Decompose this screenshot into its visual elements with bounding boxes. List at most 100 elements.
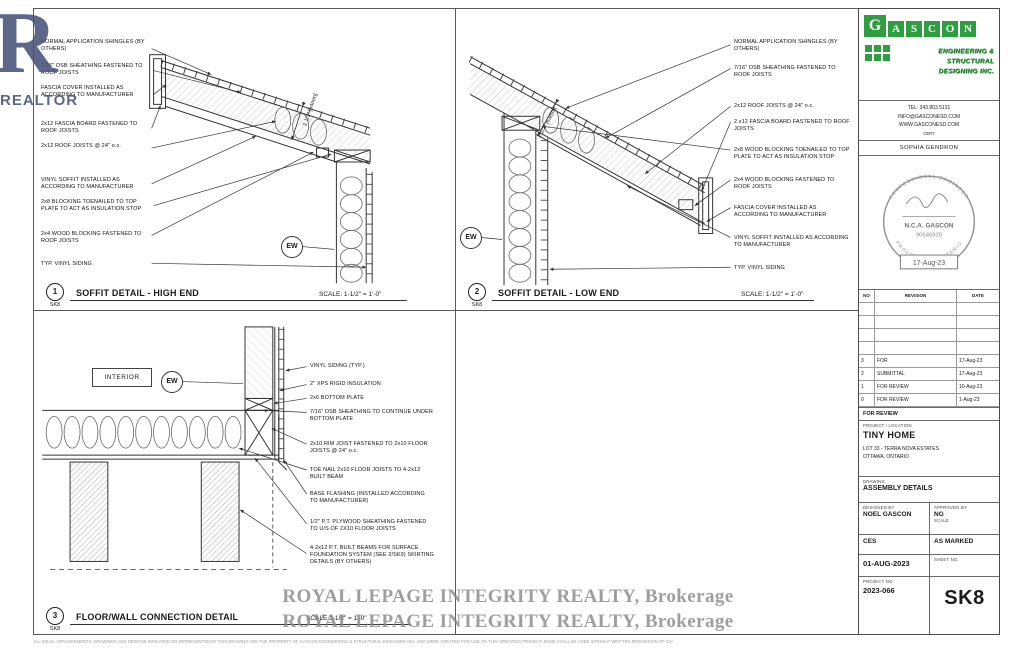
tagline-line: STRUCTURAL [946, 57, 994, 65]
rev-cell-empty [875, 342, 957, 355]
insulation-batts [508, 106, 595, 283]
detail-scale: SCALE: 1-1/2" = 1'-0" [319, 291, 382, 298]
project-label: PROJECT / LOCATION [863, 423, 912, 428]
callout-label: TOE NAIL 2x10 FLOOR JOISTS TO 4-2x12 BUI… [310, 467, 421, 481]
designed-by-label: DESIGNED BY [863, 505, 895, 510]
roof-assembly [149, 54, 372, 165]
callout-label: TYP. VINYL SIDING [41, 261, 92, 267]
rev-desc: SUBMITTAL [875, 368, 957, 381]
rev-cell-empty [875, 316, 957, 329]
rev-cell-empty [957, 316, 999, 329]
dimension-line [537, 98, 560, 137]
rev-header-date: DATE [957, 290, 999, 303]
logo-letter: A [888, 21, 904, 37]
rev-cell-empty [875, 303, 957, 316]
drawing-block: DRAWING ASSEMBLY DETAILS [859, 477, 999, 503]
callout-label: 2x8 WOOD BLOCKING TOENAILED TO TOP PLATE… [734, 147, 850, 161]
gascon-logo-letters: G A S C O N [859, 9, 999, 37]
rev-desc: FOR REVIEW [875, 394, 957, 407]
leader-lines [151, 48, 367, 269]
rev-date: 17-Aug-23 [957, 368, 999, 381]
detail-sheet-ref: SK8 [471, 302, 483, 308]
rev-cell-empty [859, 329, 875, 342]
detail-number: 3 [46, 607, 64, 625]
stamp-date: 17-Aug-23 [913, 260, 945, 267]
realtor-word: REALTOR [0, 92, 79, 109]
project-no-sheet-row: PROJECT NO. 2023-066 SK8 [859, 577, 999, 634]
caption-underline [70, 624, 411, 625]
project-block: PROJECT / LOCATION TINY HOME LOT 33 - TE… [859, 421, 999, 477]
email: INFO@GASCONESD.COM [897, 113, 961, 120]
designed-by-value: NOEL GASCON [863, 511, 912, 518]
rev-date: 10-Aug-23 [957, 381, 999, 394]
drafter-value: CES [863, 538, 877, 545]
detail-caption: 3 SK8 FLOOR/WALL CONNECTION DETAIL SCALE… [34, 600, 455, 634]
detail-sheet-ref: SK8 [49, 302, 61, 308]
rev-cell-empty [859, 303, 875, 316]
sheet-number: SK8 [944, 587, 985, 609]
logo-letter: O [942, 21, 958, 37]
rev-cell-empty [859, 316, 875, 329]
svg-text:PROFESSIONAL ENGINEER: PROFESSIONAL ENGINEER [888, 174, 970, 200]
leader-lines [181, 366, 307, 554]
rev-desc: FOR REVIEW [875, 381, 957, 394]
floor-assembly [42, 409, 288, 471]
stamp-license: 90546920 [916, 232, 943, 238]
drawing-label: DRAWING [863, 479, 886, 484]
project-no-cell: PROJECT NO. 2023-066 [859, 577, 930, 634]
rev-no: 3 [859, 355, 875, 368]
rev-cell-empty [957, 303, 999, 316]
callout-label: VINYL SOFFIT INSTALLED AS ACCORDING TO M… [734, 235, 849, 249]
designed-by-cell: DESIGNED BY NOEL GASCON [859, 503, 930, 534]
scale-value: AS MARKED [934, 538, 974, 545]
wall-assembly [335, 161, 373, 284]
callout-label: 2x10 RIM JOIST FASTENED TO 2x10 FLOOR JO… [310, 441, 428, 455]
rev-cell-empty [875, 329, 957, 342]
rev-no: 1 [859, 381, 875, 394]
phone: TEL: 343.803.5131 [907, 105, 951, 111]
detail-sheet-ref: SK8 [49, 626, 61, 632]
brokerage-watermark-line1: ROYAL LEPAGE INTEGRITY REALTY, Brokerage [282, 586, 734, 607]
callout-label: 2x12 FASCIA BOARD FASTENED TO ROOF JOIST… [41, 121, 138, 135]
website: WWW.GASCONESD.COM [898, 122, 960, 128]
company-logo: G A S C O N ENGINEERING & STRUCTURAL DES… [859, 9, 999, 101]
rev-date: 1-Aug-23 [957, 394, 999, 407]
callout-label: FASCIA COVER INSTALLED AS ACCORDING TO M… [734, 205, 827, 219]
rev-cell-empty [859, 342, 875, 355]
leader-lines [481, 44, 731, 271]
rev-desc: FOR [875, 355, 957, 368]
wall-assembly [244, 326, 285, 463]
caption-underline [492, 300, 814, 301]
scale-cell: AS MARKED [930, 535, 999, 554]
roof-assembly [468, 56, 714, 235]
detail-caption: 1 SK8 SOFFIT DETAIL - HIGH END SCALE: 1-… [34, 276, 455, 310]
stamp-block: PROFESSIONAL ENGINEER PROVINCE OF ONTARI… [859, 156, 999, 290]
callout-label: 1/2" P.T. PLYWOOD SHEATHING FASTENED TO … [310, 519, 427, 533]
address-line-1: LOT 33 - TERRA NOVA ESTATES [863, 446, 939, 452]
callout-label: 2x6 BOTTOM PLATE [310, 395, 364, 401]
logo-letter: G [864, 15, 886, 37]
callout-label: 4-2x12 P.T. BUILT BEAMS FOR SURFACE FOUN… [310, 545, 435, 566]
copyright-fine-print: ALL IDEAS, ARRANGEMENTS, DRAWINGS AND DE… [33, 639, 673, 644]
sheet-no-label: SHEET NO. [934, 557, 959, 562]
detail-title: SOFFIT DETAIL - HIGH END [76, 288, 199, 298]
wall-assembly [503, 113, 549, 286]
callout-label: 2x4 WOOD BLOCKING FASTENED TO ROOF JOIST… [734, 177, 835, 191]
tagline-line: ENGINEERING & [938, 48, 994, 55]
drafter-cell: CES [859, 535, 930, 554]
stamp-name: N.C.A. GASCON [905, 222, 954, 229]
detail-bubble: 1 SK8 [42, 283, 68, 308]
soffit-low-end-drawing [468, 44, 731, 286]
signature-scribble [905, 193, 949, 209]
company-tagline: ENGINEERING & STRUCTURAL DESIGNING INC. [938, 47, 994, 76]
issue-date: 01-AUG-2023 [863, 559, 910, 568]
designed-approved-row: DESIGNED BY NOEL GASCON APPROVED BY NG S… [859, 503, 999, 535]
logo-squares-icon [865, 45, 890, 61]
detail-title: FLOOR/WALL CONNECTION DETAIL [76, 612, 239, 622]
detail-number: 1 [46, 283, 64, 301]
callout-label: 2x8 BLOCKING TOENAILED TO TOP PLATE TO A… [41, 199, 142, 213]
rev-date: 17-Aug-23 [957, 355, 999, 368]
rev-cell-empty [957, 342, 999, 355]
callout-label: 2x12 ROOF JOISTS @ 24" o.c. [734, 103, 814, 109]
